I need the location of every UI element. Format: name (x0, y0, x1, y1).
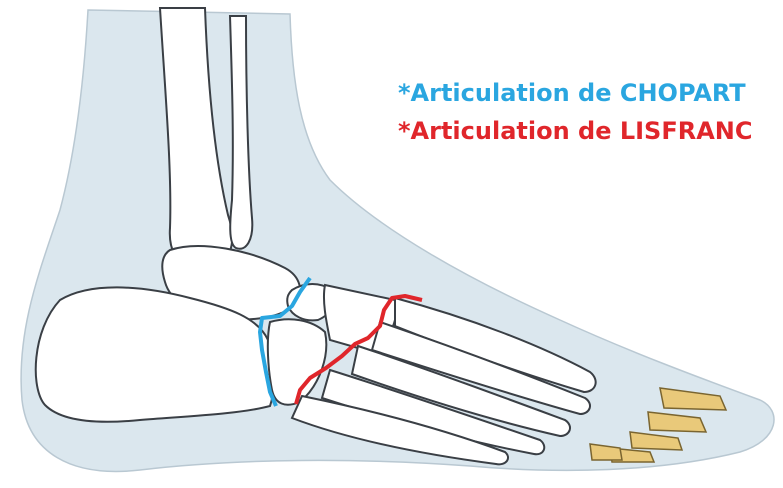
legend-lisfranc-label: *Articulation de LISFRANC (398, 112, 753, 150)
joint-legend: *Articulation de CHOPART *Articulation d… (398, 74, 753, 150)
legend-chopart-label: *Articulation de CHOPART (398, 74, 753, 112)
